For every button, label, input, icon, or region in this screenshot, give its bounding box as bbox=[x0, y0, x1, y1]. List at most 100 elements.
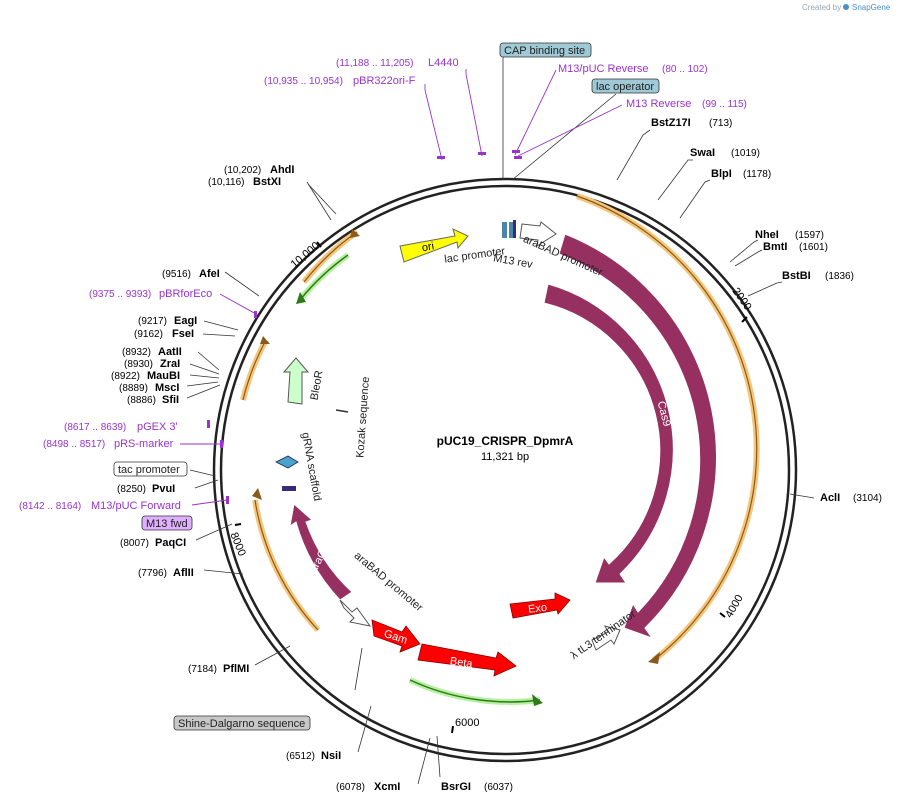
svg-text:(8250): (8250) bbox=[117, 484, 146, 495]
kozak-marker bbox=[335, 409, 349, 413]
m13-fwd-marker bbox=[282, 486, 296, 491]
leader-lines bbox=[186, 57, 815, 785]
svg-text:(8922): (8922) bbox=[111, 371, 140, 382]
cap-binding-marker bbox=[502, 222, 507, 238]
primer-leaders bbox=[180, 69, 623, 506]
svg-text:(1597): (1597) bbox=[795, 230, 824, 241]
svg-text:(8886): (8886) bbox=[127, 395, 156, 406]
svg-text:(8007): (8007) bbox=[120, 538, 149, 549]
orf-arrowheads bbox=[252, 229, 660, 706]
credit-prefix: Created by bbox=[802, 3, 841, 12]
box-shine-dalgarno: Shine-Dalgarno sequence bbox=[173, 715, 311, 731]
svg-text:(9375 .. 9393): (9375 .. 9393) bbox=[89, 289, 151, 300]
enzyme-labels: BstZ17I (713) SwaI (1019) BlpI (1178) Nh… bbox=[111, 117, 882, 793]
svg-text:(8889): (8889) bbox=[119, 383, 148, 394]
enzyme-pflmi: PflMI bbox=[223, 663, 249, 675]
backbone-outer-ring bbox=[212, 177, 798, 763]
enzyme-bsrgi: BsrGI bbox=[441, 781, 471, 793]
svg-text:(7184): (7184) bbox=[188, 664, 217, 675]
beta-arrow bbox=[417, 643, 517, 677]
svg-text:(8932): (8932) bbox=[122, 347, 151, 358]
enzyme-pvui: PvuI bbox=[152, 483, 175, 495]
svg-text:(8930): (8930) bbox=[124, 359, 153, 370]
snapgene-logo-icon bbox=[843, 4, 849, 10]
tl3-terminator-arrow bbox=[591, 625, 621, 651]
svg-text:Shine-Dalgarno sequence: Shine-Dalgarno sequence bbox=[178, 718, 305, 730]
enzyme-maubi: MauBI bbox=[147, 370, 180, 382]
m13-rev-marker bbox=[513, 220, 516, 238]
svg-text:(7796): (7796) bbox=[138, 568, 167, 579]
svg-text:(1019): (1019) bbox=[731, 148, 760, 159]
arabad-bottom-arrow bbox=[339, 599, 372, 627]
cas9-inner-arrow bbox=[543, 283, 674, 584]
credit-brand: SnapGene bbox=[852, 3, 891, 12]
primer-marks bbox=[207, 150, 522, 504]
svg-text:(6037): (6037) bbox=[484, 782, 513, 793]
enzyme-bstbi: BstBI bbox=[782, 270, 811, 282]
svg-text:(3104): (3104) bbox=[853, 493, 882, 504]
enzyme-bstz17i: BstZ17I bbox=[651, 117, 691, 129]
tick-6000: 6000 bbox=[455, 717, 479, 729]
enzyme-aflii: AflII bbox=[173, 567, 194, 579]
tl3-label: λ tL3 terminator bbox=[569, 608, 639, 662]
svg-text:(99 .. 115): (99 .. 115) bbox=[702, 99, 747, 110]
enzyme-eagi: EagI bbox=[174, 315, 197, 327]
arabad-bottom-label: araBAD promoter bbox=[352, 550, 426, 614]
svg-text:CAP binding site: CAP binding site bbox=[504, 45, 585, 57]
kozak-label: Kozak sequence bbox=[354, 376, 372, 458]
svg-text:(10,935 .. 10,954): (10,935 .. 10,954) bbox=[264, 76, 343, 87]
primer-pbr322ori-f: pBR322ori-F bbox=[353, 75, 416, 87]
enzyme-blpi: BlpI bbox=[711, 168, 732, 180]
svg-text:(8498 .. 8517): (8498 .. 8517) bbox=[43, 439, 105, 450]
exo-label: Exo bbox=[528, 602, 548, 616]
svg-text:(80 .. 102): (80 .. 102) bbox=[662, 64, 708, 75]
ticks bbox=[234, 241, 748, 734]
orf-arcs bbox=[240, 193, 760, 705]
enzyme-ahdi: AhdI bbox=[270, 164, 294, 176]
arabad-top-arrow bbox=[519, 221, 557, 248]
tick-4000: 4000 bbox=[723, 593, 746, 620]
primer-l4440: L4440 bbox=[428, 57, 459, 69]
svg-text:(9162): (9162) bbox=[134, 329, 163, 340]
svg-text:(6078): (6078) bbox=[336, 782, 365, 793]
enzyme-swai: SwaI bbox=[690, 147, 715, 159]
enzyme-xcmi: XcmI bbox=[374, 781, 400, 793]
svg-text:(6512): (6512) bbox=[286, 751, 315, 762]
m13-rev-label: M13 rev bbox=[492, 252, 534, 271]
ori-arrow bbox=[399, 228, 469, 263]
svg-text:(9516): (9516) bbox=[162, 269, 191, 280]
primer-labels: (11,188 .. 11,205) L4440 (10,935 .. 10,9… bbox=[19, 57, 747, 512]
primer-pgex3: pGEX 3' bbox=[137, 421, 178, 433]
plasmid-name: pUC19_CRISPR_DpmrA bbox=[437, 434, 574, 448]
lac-operator-marker bbox=[509, 222, 513, 238]
enzyme-aatii: AatII bbox=[158, 346, 182, 358]
exo-arrow bbox=[509, 592, 571, 619]
primer-m13-puc-forward: M13/pUC Forward bbox=[91, 500, 181, 512]
enzyme-sfii: SfiI bbox=[162, 394, 179, 406]
enzyme-bstxi: BstXI bbox=[253, 176, 281, 188]
svg-text:tac promoter: tac promoter bbox=[118, 464, 180, 476]
tac-promoter-icon bbox=[275, 455, 299, 469]
grna-label: gRNA scaffold bbox=[299, 431, 323, 502]
beta-label: Beta bbox=[449, 655, 474, 670]
box-lac-operator: lac operator bbox=[591, 78, 660, 94]
enzyme-nhei: NheI bbox=[755, 229, 779, 241]
svg-text:(1178): (1178) bbox=[743, 169, 771, 180]
box-m13-fwd: M13 fwd bbox=[141, 515, 193, 531]
svg-text:M13 fwd: M13 fwd bbox=[146, 518, 188, 530]
bleor-arrow bbox=[282, 357, 310, 405]
svg-text:(10,202): (10,202) bbox=[224, 165, 261, 176]
enzyme-acli: AclI bbox=[820, 492, 840, 504]
enzyme-nsii: NsiI bbox=[321, 750, 341, 762]
primer-prs-marker: pRS-marker bbox=[114, 438, 174, 450]
svg-text:(10,116): (10,116) bbox=[208, 177, 245, 188]
bleor-label: BleoR bbox=[308, 370, 325, 402]
svg-text:(8617 .. 8639): (8617 .. 8639) bbox=[64, 422, 126, 433]
box-tac-promoter: tac promoter bbox=[113, 461, 188, 477]
svg-text:(713): (713) bbox=[709, 118, 732, 129]
ori-label: ori bbox=[421, 240, 435, 254]
enzyme-fsei: FseI bbox=[172, 328, 194, 340]
svg-text:(11,188 .. 11,205): (11,188 .. 11,205) bbox=[336, 58, 413, 69]
svg-text:(1836): (1836) bbox=[825, 271, 854, 282]
